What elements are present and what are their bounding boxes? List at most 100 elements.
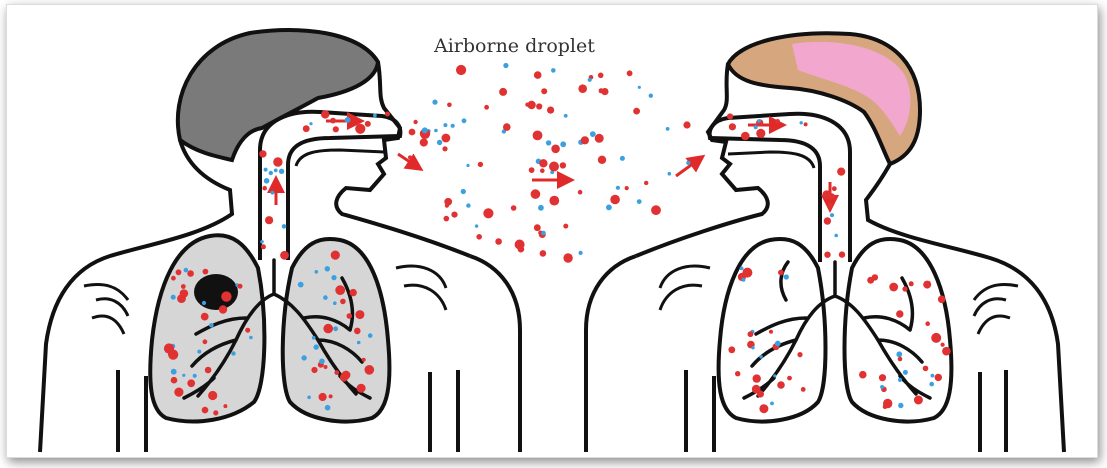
airborne-droplet (686, 161, 690, 165)
lung-droplet (787, 376, 792, 381)
airway-droplet (757, 119, 761, 123)
lung-droplet (333, 301, 337, 305)
lung-droplet (753, 374, 761, 382)
lung-droplet (347, 313, 353, 319)
airborne-droplet (515, 240, 525, 250)
lung-droplet (171, 377, 178, 384)
lung-droplet (925, 321, 930, 326)
airborne-droplet (610, 195, 620, 205)
lung-droplet (903, 370, 908, 375)
lung-droplet (748, 331, 754, 337)
airborne-droplet (533, 131, 543, 141)
exposed-right-lung (845, 239, 952, 421)
airborne-droplet (579, 251, 583, 255)
lung-droplet (938, 296, 946, 304)
lung-droplet (923, 281, 931, 289)
lung-droplet (898, 357, 903, 362)
lung-droplet (902, 286, 907, 291)
lung-droplet (923, 366, 929, 372)
lung-droplet (238, 284, 243, 289)
lung-droplet (319, 359, 325, 365)
lung-droplet (898, 378, 902, 382)
lung-droplet (329, 394, 333, 398)
airway-droplet (345, 117, 351, 123)
airborne-droplet (551, 145, 560, 154)
lung-droplet (769, 330, 773, 334)
airway-droplet (373, 114, 377, 118)
lung-droplet (740, 267, 744, 271)
airborne-droplet (564, 114, 568, 118)
airborne-droplet (476, 234, 482, 240)
airborne-droplet (578, 190, 583, 195)
airway-droplet (274, 169, 278, 173)
airborne-droplet (511, 205, 517, 211)
airway-droplet (754, 125, 758, 129)
airborne-droplet (683, 121, 690, 128)
lung-droplet (187, 270, 194, 277)
airway-droplet (834, 234, 838, 238)
airborne-droplet (563, 224, 568, 229)
lung-droplet (354, 328, 361, 335)
airborne-droplet (606, 205, 612, 211)
lung-droplet (368, 333, 373, 338)
airway-droplet (262, 186, 267, 191)
lung-droplet (931, 374, 935, 378)
airway-droplet (269, 171, 273, 175)
lung-droplet (340, 299, 346, 305)
airway-droplet (775, 119, 780, 124)
lung-droplet (362, 358, 366, 362)
airborne-droplet (437, 140, 442, 145)
airborne-droplet (484, 105, 489, 110)
lung-droplet (333, 326, 338, 331)
airborne-droplet (616, 186, 620, 190)
airborne-droplet (531, 189, 541, 199)
airway-droplet (265, 216, 273, 224)
airborne-droplet (451, 212, 457, 218)
lung-droplet (168, 349, 176, 357)
airborne-droplet (549, 162, 559, 172)
airborne-droplet (409, 129, 416, 136)
lung-droplet (203, 269, 209, 275)
infected-lung-lesion (194, 274, 238, 310)
airborne-droplet (503, 63, 508, 68)
lung-droplet (205, 367, 212, 374)
lung-droplet (249, 336, 253, 340)
lung-droplet (187, 379, 195, 387)
airborne-droplet (578, 84, 587, 93)
lung-droplet (751, 346, 754, 349)
airborne-droplet (560, 162, 566, 168)
lung-droplet (365, 365, 375, 375)
infected-exhale-arrow (398, 154, 416, 166)
lung-droplet (942, 347, 951, 356)
lung-droplet (898, 403, 903, 408)
airborne-droplet (444, 216, 450, 222)
airway-droplet (261, 244, 266, 249)
airborne-droplet (451, 124, 455, 128)
airborne-droplet (541, 88, 547, 94)
airway-droplet (303, 125, 310, 132)
airborne-droplet (539, 159, 547, 167)
lung-droplet (311, 367, 317, 373)
airway-droplet (800, 121, 803, 124)
airborne-droplet (420, 138, 428, 146)
lung-droplet (180, 289, 189, 298)
airway-droplet (279, 169, 284, 174)
airborne-droplet (462, 118, 467, 123)
lung-droplet (201, 313, 209, 321)
lung-droplet (174, 388, 183, 397)
lung-droplet (307, 396, 311, 400)
lung-droplet (883, 404, 888, 409)
airborne-droplet (447, 103, 452, 108)
lung-droplet (797, 352, 802, 357)
lung-droplet (209, 323, 214, 328)
lung-droplet (880, 385, 884, 389)
lung-droplet (335, 285, 345, 295)
lung-droplet (889, 283, 898, 292)
lung-droplet (735, 371, 740, 376)
exposed-shoulder-left (586, 256, 636, 452)
airborne-droplet (499, 88, 507, 96)
exposed-arm-lines (974, 285, 1018, 334)
lung-droplet (223, 404, 227, 408)
exposed-mouth-channel (728, 152, 814, 168)
airborne-droplet (668, 172, 672, 176)
